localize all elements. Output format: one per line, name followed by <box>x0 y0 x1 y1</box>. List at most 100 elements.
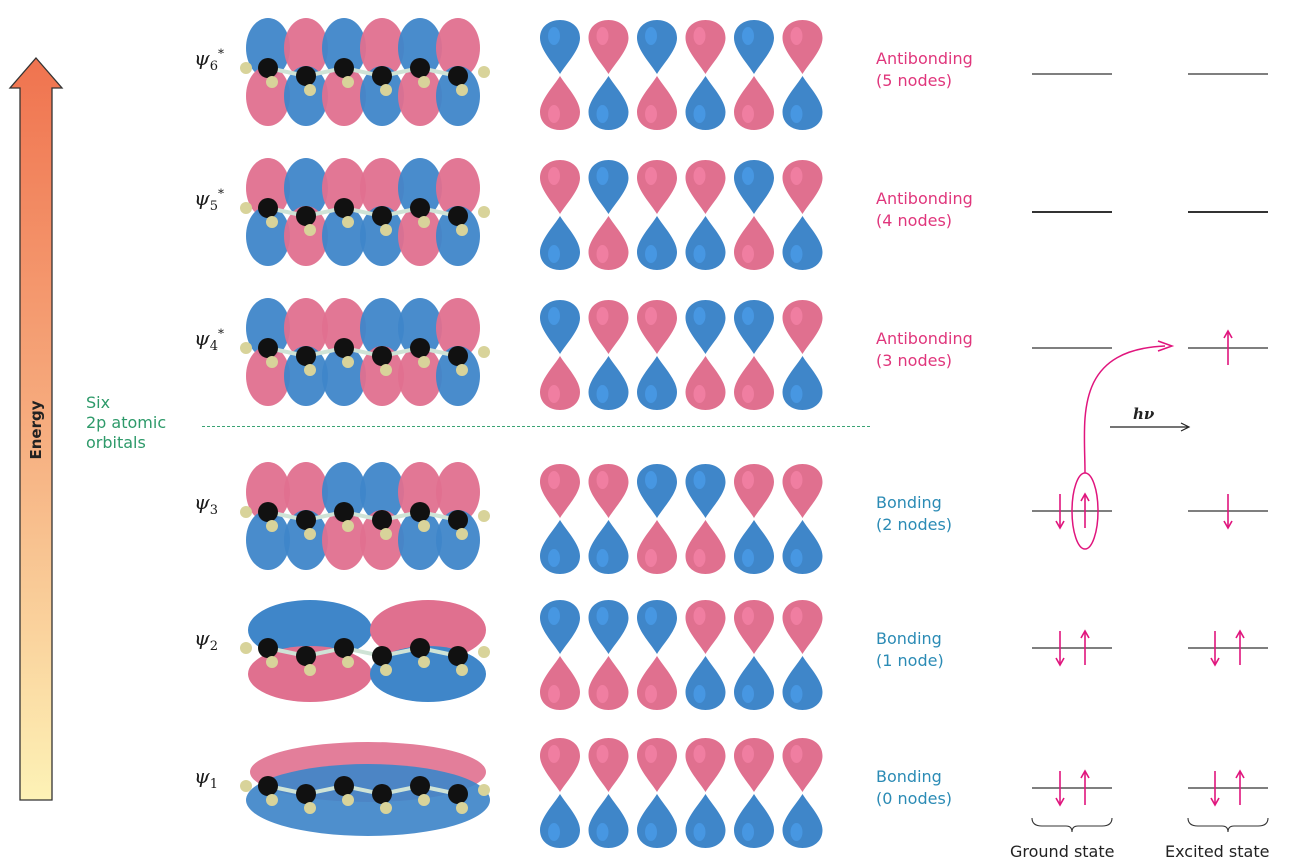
p-orbital-4 <box>685 738 726 848</box>
bonding-type: Antibonding <box>876 189 973 208</box>
ground-state-label: Ground state <box>1010 842 1115 861</box>
p-orbital-1 <box>540 464 580 574</box>
ground-electron-psi3-2 <box>1080 492 1090 528</box>
p-orbital-6 <box>782 738 823 848</box>
bonding-type-label-psi4: Antibonding (3 nodes) <box>876 328 1026 372</box>
bonding-type-label-psi5: Antibonding (4 nodes) <box>876 188 1026 232</box>
bonding-type-label-psi1: Bonding (0 nodes) <box>876 766 1026 810</box>
p-orbital-set-psi3 <box>538 464 828 574</box>
bonding-type: Bonding <box>876 767 942 786</box>
p-orbital-4 <box>685 20 726 130</box>
bonding-type: Bonding <box>876 493 942 512</box>
excited-electron-psi4-1 <box>1223 329 1233 365</box>
p-orbital-3 <box>637 600 677 710</box>
p-orbital-3 <box>637 160 677 270</box>
ground-electron-psi2-2 <box>1080 629 1090 665</box>
p-orbital-5 <box>734 160 774 270</box>
p-orbital-1 <box>540 300 580 410</box>
orbital-symbol: ψ <box>194 626 210 650</box>
bonding-type-label-psi3: Bonding (2 nodes) <box>876 492 1026 536</box>
molecular-orbital-render-psi3 <box>238 456 498 576</box>
p-orbital-5 <box>734 738 774 848</box>
orbital-subscript: 4 <box>209 339 218 354</box>
orbital-subscript: 6 <box>209 59 218 74</box>
ground-electron-psi3-1 <box>1055 494 1065 530</box>
orbital-label-psi4: ψ4* <box>194 326 234 354</box>
p-orbital-2 <box>588 300 629 410</box>
bonding-type: Antibonding <box>876 49 973 68</box>
photon-arrowhead <box>1180 422 1191 432</box>
excitation-arrow <box>1083 345 1166 474</box>
p-orbital-2 <box>588 600 629 710</box>
node-count: (1 node) <box>876 651 944 670</box>
molecular-orbital-render-psi5 <box>238 152 498 272</box>
orbital-symbol: ψ <box>194 46 210 70</box>
p-orbital-set-psi1 <box>538 738 828 848</box>
p-orbital-6 <box>782 300 823 410</box>
node-count: (0 nodes) <box>876 789 953 808</box>
p-orbital-4 <box>685 600 726 710</box>
p-orbital-6 <box>782 464 823 574</box>
excited-state-label: Excited state <box>1165 842 1270 861</box>
orbital-subscript: 1 <box>209 777 218 792</box>
atomic-orbitals-label-line-1: Six <box>86 393 111 412</box>
atomic-orbital-energy-divider <box>202 426 870 427</box>
p-orbital-2 <box>588 464 629 574</box>
orbital-label-psi2: ψ2 <box>194 626 234 654</box>
orbital-label-psi5: ψ5* <box>194 186 234 214</box>
p-orbital-5 <box>734 20 774 130</box>
p-orbital-set-psi6 <box>538 20 828 130</box>
bonding-type-label-psi2: Bonding(1 node) <box>876 628 1026 672</box>
p-orbital-4 <box>685 160 726 270</box>
node-count: (4 nodes) <box>876 211 953 230</box>
antibonding-star: * <box>217 46 224 61</box>
node-count: (5 nodes) <box>876 71 953 90</box>
orbital-symbol: ψ <box>194 326 210 350</box>
p-orbital-3 <box>637 20 677 130</box>
ground-state-brace <box>1031 817 1113 833</box>
p-orbital-6 <box>782 160 823 270</box>
bonding-type-label-psi6: Antibonding (5 nodes) <box>876 48 1026 92</box>
antibonding-star: * <box>217 186 224 201</box>
p-orbital-1 <box>540 20 580 130</box>
orbital-subscript: 5 <box>209 199 218 214</box>
orbital-symbol: ψ <box>194 764 210 788</box>
antibonding-star: * <box>217 326 224 341</box>
energy-arrow <box>8 57 64 801</box>
excited-state-brace <box>1187 817 1269 833</box>
p-orbital-6 <box>782 600 823 710</box>
excited-electron-psi2-2 <box>1235 629 1245 665</box>
excitation-arrowhead <box>1157 340 1175 352</box>
orbital-symbol: ψ <box>194 186 210 210</box>
orbital-label-psi6: ψ6* <box>194 46 234 74</box>
atomic-orbitals-label-line-3: orbitals <box>86 433 146 452</box>
p-orbital-3 <box>637 464 677 574</box>
molecular-orbital-render-psi2 <box>238 592 498 712</box>
p-orbital-4 <box>685 464 726 574</box>
p-orbital-1 <box>540 160 580 270</box>
p-orbital-2 <box>588 738 629 848</box>
excited-electron-psi1-2 <box>1235 769 1245 805</box>
excited-electron-psi1-1 <box>1210 771 1220 807</box>
bonding-type: Antibonding <box>876 329 973 348</box>
orbital-label-psi1: ψ1 <box>194 764 234 792</box>
node-count: (3 nodes) <box>876 351 953 370</box>
atomic-orbitals-label-line-2: 2p atomic <box>86 413 167 432</box>
p-orbital-2 <box>588 160 629 270</box>
molecular-orbital-render-psi6 <box>238 12 498 132</box>
orbital-label-psi3: ψ3 <box>194 490 234 518</box>
p-orbital-2 <box>588 20 629 130</box>
p-orbital-5 <box>734 300 774 410</box>
p-orbital-3 <box>637 738 677 848</box>
orbital-subscript: 2 <box>209 639 218 654</box>
atomic-orbitals-label: Six 2p atomic orbitals <box>86 393 196 453</box>
p-orbital-5 <box>734 464 774 574</box>
orbital-subscript: 3 <box>209 503 218 518</box>
p-orbital-6 <box>782 20 823 130</box>
ground-electron-psi1-2 <box>1080 769 1090 805</box>
ground-electron-psi1-1 <box>1055 771 1065 807</box>
excited-electron-psi2-1 <box>1210 631 1220 667</box>
molecular-orbital-render-psi1 <box>238 730 498 850</box>
node-count: (2 nodes) <box>876 515 953 534</box>
